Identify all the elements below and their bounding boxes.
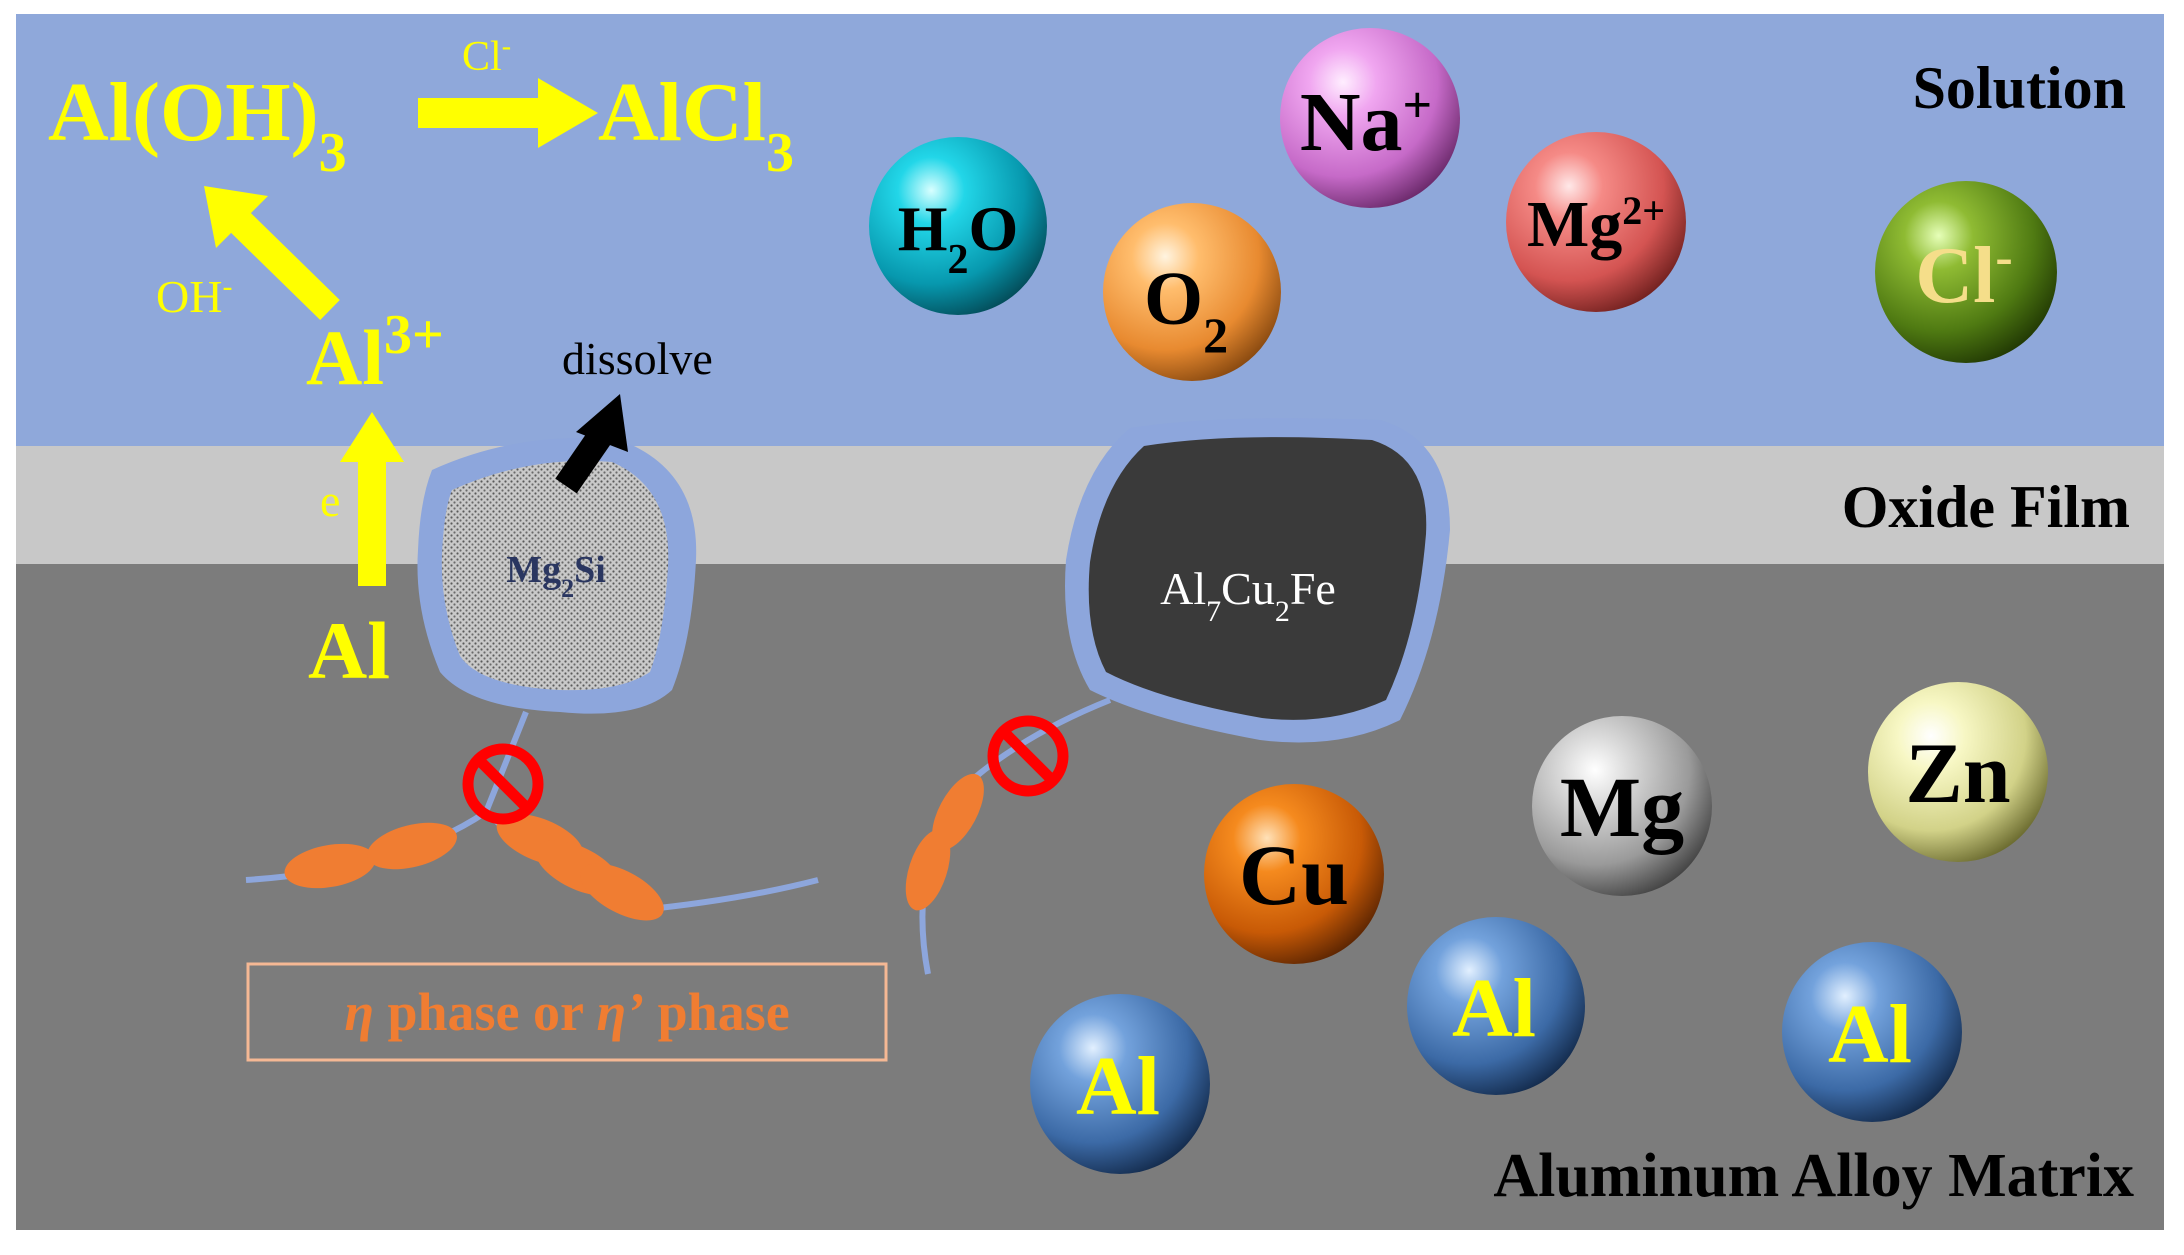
chloride-formula: AlCl3 <box>598 66 794 184</box>
oxygen-molecule-sphere: O2 <box>1103 203 1281 381</box>
solution-label: Solution <box>1913 55 2126 121</box>
oxide-film-label: Oxide Film <box>1842 474 2130 540</box>
eta-precipitate <box>580 863 664 921</box>
zinc-atom-sphere: Zn <box>1868 682 2048 862</box>
aluminum-ion-formula: Al3+ <box>306 304 444 401</box>
chloride-reagent: Cl- <box>462 31 511 81</box>
oxidation-arrow <box>340 412 404 586</box>
dissolve-arrow <box>555 394 628 494</box>
hydroxide-formula: Al(OH)3 <box>48 66 347 184</box>
inhibit-icon <box>462 743 544 825</box>
hydrolysis-arrow <box>204 186 340 321</box>
eta-precipitate <box>932 773 984 851</box>
svg-text:Na+: Na+ <box>1300 76 1432 169</box>
chloride-conversion-arrow <box>418 78 598 148</box>
aluminum-metal-label: Al <box>308 605 390 696</box>
svg-text:Cu: Cu <box>1239 827 1349 923</box>
inhibit-icon <box>987 715 1069 797</box>
matrix-label: Aluminum Alloy Matrix <box>1493 1142 2134 1210</box>
water-molecule-sphere: H2O <box>869 137 1047 315</box>
dissolve-label: dissolve <box>562 333 713 384</box>
svg-text:Cl-: Cl- <box>1915 229 2012 321</box>
svg-text:H2O: H2O <box>898 193 1019 283</box>
svg-text:Al: Al <box>1452 962 1536 1055</box>
svg-text:Al: Al <box>1828 988 1912 1081</box>
al7cu2fe-precipitate: Al7Cu2Fe <box>1065 418 1450 743</box>
svg-text:Mg2+: Mg2+ <box>1527 188 1665 262</box>
aluminum-atom-sphere: Al <box>1782 942 1962 1122</box>
al7cu2fe-label: Al7Cu2Fe <box>1160 563 1336 628</box>
reaction-pathway: Al(OH)3 Cl- AlCl3 OH- Al3+ e Al <box>48 31 794 697</box>
phase-label-box: η phase or η’ phase <box>246 962 888 1062</box>
mg2si-precipitate: Mg2Si <box>417 438 697 714</box>
magnesium-ion-sphere: Mg2+ <box>1506 132 1686 312</box>
svg-text:Zn: Zn <box>1905 725 2010 821</box>
solution-layer <box>16 14 2164 446</box>
aluminum-atom-sphere: Al <box>1030 994 1210 1174</box>
eta-precipitate <box>367 822 457 870</box>
hydroxyl-reagent: OH- <box>156 270 232 323</box>
aluminum-atom-sphere: Al <box>1407 917 1585 1095</box>
sodium-ion-sphere: Na+ <box>1280 28 1460 208</box>
electron-label: e <box>320 475 340 526</box>
eta-precipitate <box>284 843 376 889</box>
eta-precipitate <box>905 829 951 911</box>
mg2si-label: Mg2Si <box>506 549 606 603</box>
chloride-ion-sphere: Cl- <box>1875 181 2057 363</box>
svg-text:O2: O2 <box>1144 257 1228 363</box>
copper-atom-sphere: Cu <box>1204 784 1384 964</box>
phase-label: η phase or η’ phase <box>344 982 789 1042</box>
eta-phase-precipitates <box>284 773 984 921</box>
svg-text:Al: Al <box>1076 1040 1160 1133</box>
svg-text:Mg: Mg <box>1560 759 1684 855</box>
magnesium-atom-sphere: Mg <box>1532 716 1712 896</box>
